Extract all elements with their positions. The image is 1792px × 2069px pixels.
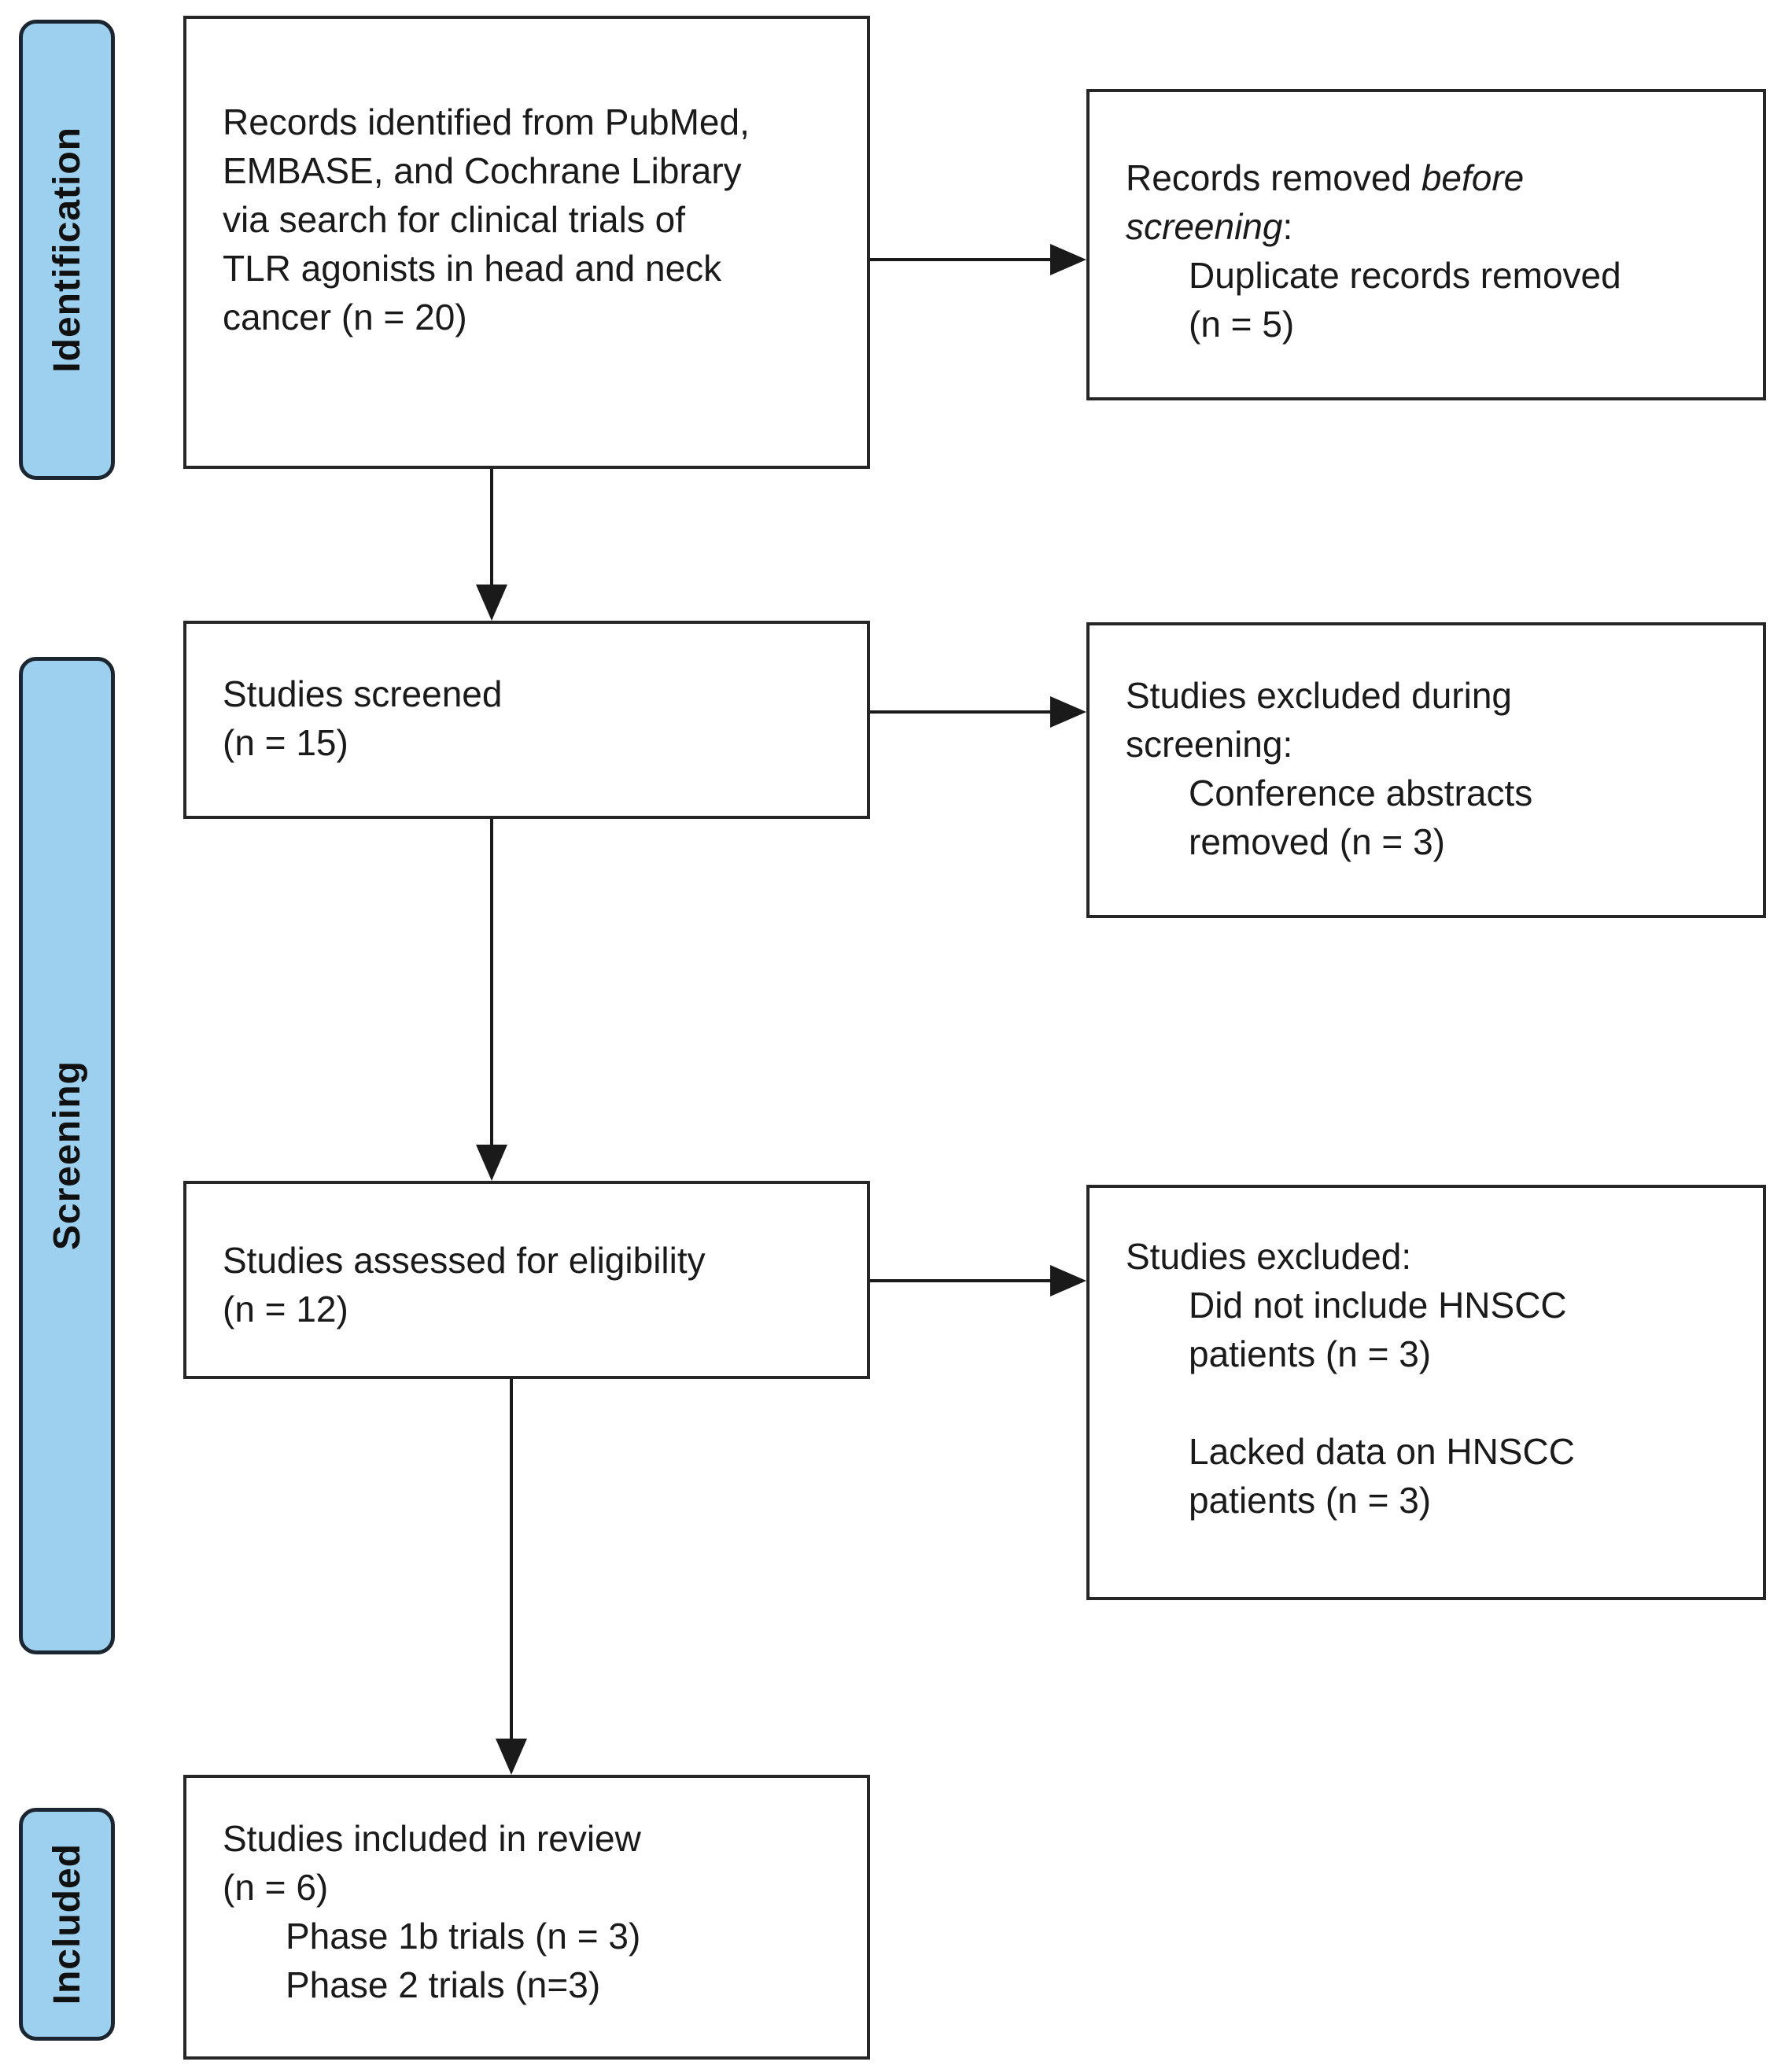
text-line: Duplicate records removed — [1189, 255, 1621, 296]
text-line: Studies included in review — [223, 1818, 641, 1859]
text-segment: Records removed — [1126, 157, 1421, 198]
text-line: patients (n = 3) — [1189, 1333, 1432, 1374]
arrow-screened-to-assessed-line — [490, 819, 493, 1146]
text-line: Studies excluded during — [1126, 675, 1512, 716]
box-studies-screened: Studies screened (n = 15) — [183, 621, 870, 819]
text-line: (n = 6) — [223, 1867, 329, 1908]
text-line: (n = 5) — [1189, 304, 1295, 345]
text-line: patients (n = 3) — [1189, 1480, 1432, 1521]
stage-bar-included: Included — [19, 1808, 115, 2041]
arrow-screened-to-assessed-head — [476, 1145, 507, 1181]
box-studies-excluded-during-screening: Studies excluded during screening: Confe… — [1086, 622, 1766, 918]
stage-label-identification: Identification — [46, 127, 88, 373]
text-line: Studies screened — [223, 673, 503, 714]
arrow-identified-to-removed-line — [870, 258, 1053, 261]
box-studies-assessed: Studies assessed for eligibility (n = 12… — [183, 1181, 870, 1379]
text-segment-italic: before — [1421, 157, 1525, 198]
arrow-identified-to-removed-head — [1050, 244, 1086, 275]
arrow-identified-to-screened-head — [476, 585, 507, 621]
stage-bar-identification: Identification — [19, 20, 115, 480]
text-line: Phase 1b trials (n = 3) — [286, 1916, 641, 1957]
arrow-screened-to-excluded-head — [1050, 696, 1086, 728]
arrow-assessed-to-included-head — [496, 1739, 527, 1775]
arrow-identified-to-screened-line — [490, 469, 493, 587]
arrow-assessed-to-included-line — [510, 1379, 513, 1739]
stage-bar-screening: Screening — [19, 657, 115, 1654]
arrow-assessed-to-excluded-line — [870, 1279, 1053, 1282]
text-line: Studies assessed for eligibility — [223, 1240, 706, 1281]
text-segment: : — [1282, 206, 1293, 247]
text-line: removed (n = 3) — [1189, 821, 1445, 862]
text-line: screening: — [1126, 202, 1742, 251]
text-line: Records identified from PubMed, — [223, 101, 750, 142]
text-line: screening: — [1126, 724, 1293, 765]
text-line: (n = 15) — [223, 722, 348, 763]
text-line: Conference abstracts — [1189, 773, 1533, 813]
text-line: Studies excluded: — [1126, 1236, 1412, 1277]
text-line: (n = 12) — [223, 1289, 348, 1330]
text-line: Did not include HNSCC — [1189, 1285, 1567, 1326]
arrow-assessed-to-excluded-head — [1050, 1265, 1086, 1296]
text-line: via search for clinical trials of — [223, 199, 685, 240]
text-line: Lacked data on HNSCC — [1189, 1431, 1575, 1472]
text-line: cancer (n = 20) — [223, 297, 467, 337]
arrow-screened-to-excluded-line — [870, 710, 1053, 714]
stage-label-screening: Screening — [46, 1060, 88, 1251]
box-studies-excluded: Studies excluded: Did not include HNSCC … — [1086, 1185, 1766, 1600]
text-line: Records removed before — [1126, 153, 1742, 202]
stage-label-included: Included — [46, 1843, 88, 2005]
box-records-identified: Records identified from PubMed, EMBASE, … — [183, 16, 870, 469]
box-studies-included: Studies included in review (n = 6) Phase… — [183, 1775, 870, 2060]
text-segment-italic: screening — [1126, 206, 1283, 247]
text-line: EMBASE, and Cochrane Library — [223, 150, 742, 191]
box-records-removed-before-screening: Records removed before screening: Duplic… — [1086, 89, 1766, 400]
text-line-blank — [1126, 1378, 1742, 1427]
text-line: Phase 2 trials (n=3) — [286, 1964, 601, 2005]
text-line: TLR agonists in head and neck — [223, 248, 722, 289]
